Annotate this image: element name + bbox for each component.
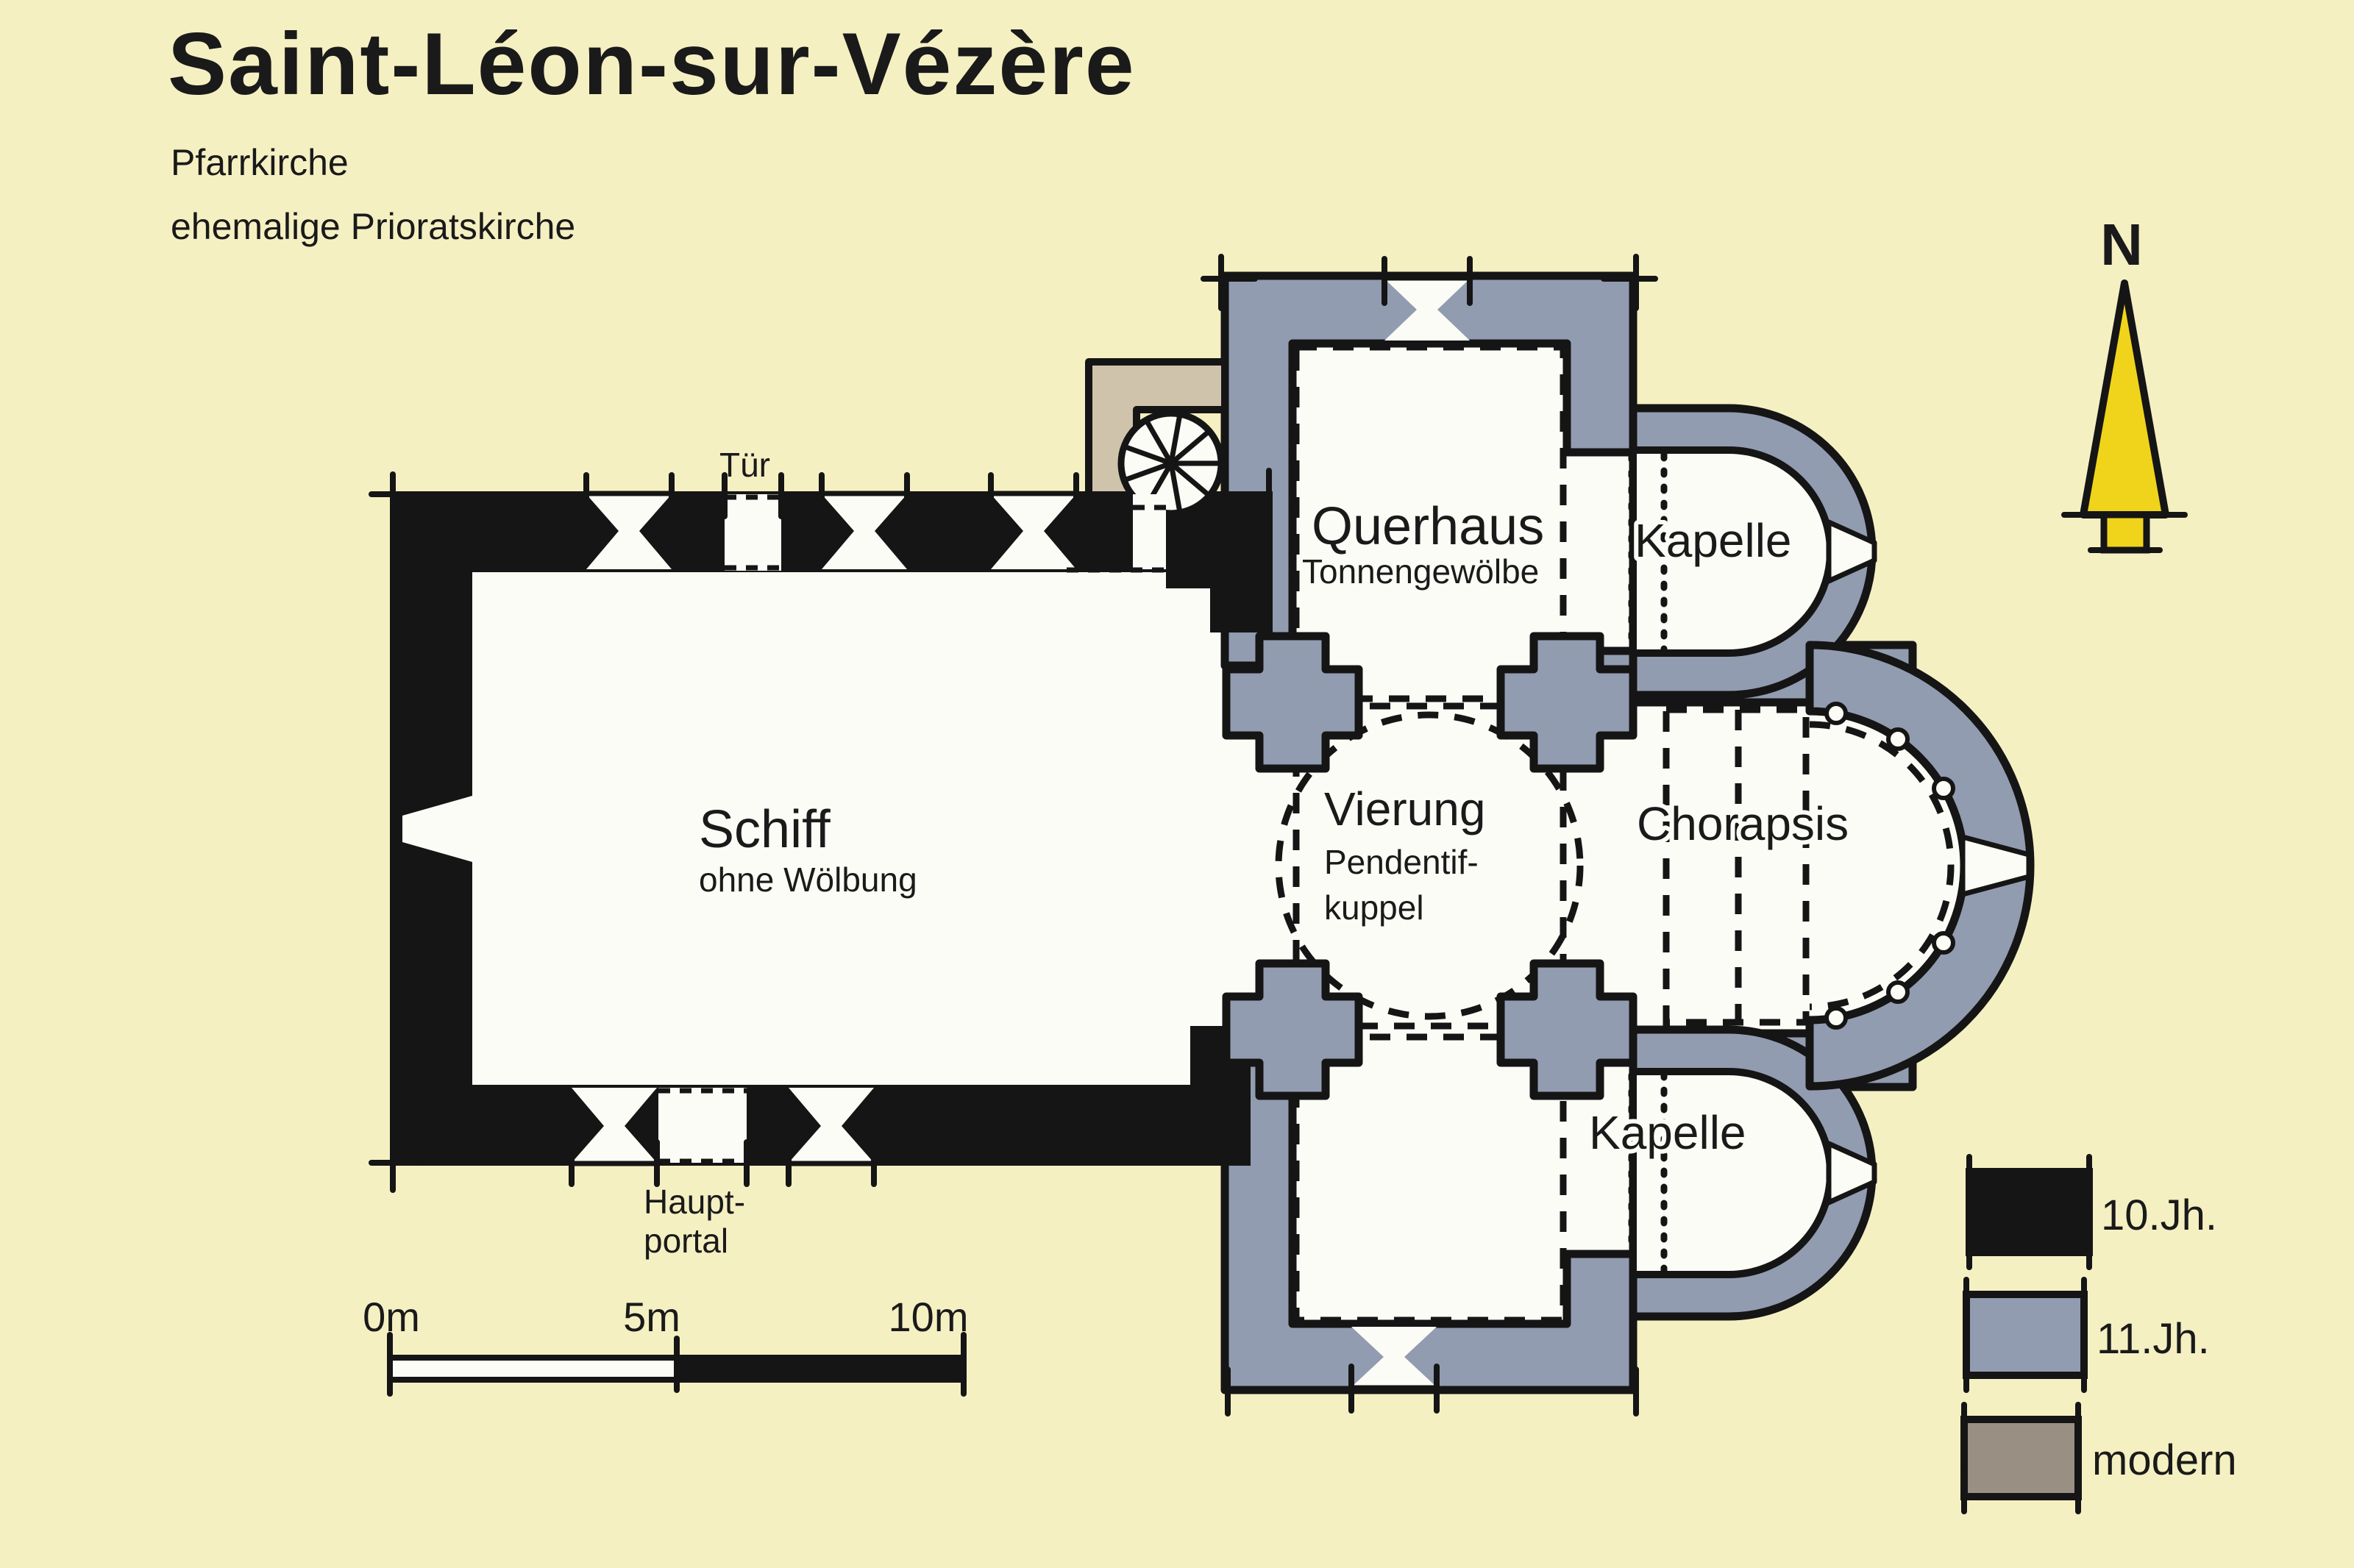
choir-label: Chorapsis <box>1637 797 1849 850</box>
legend-label-11jh: 11.Jh. <box>2097 1315 2210 1363</box>
window-icon <box>822 494 907 569</box>
door-label: Tür <box>719 446 770 484</box>
legend: 10.Jh. 11.Jh. modern <box>1960 1154 2237 1514</box>
legend-swatch-modern <box>1960 1416 2082 1500</box>
north-arrow: N <box>2061 212 2188 554</box>
window-icon <box>991 494 1076 569</box>
nave-openings <box>402 491 1166 1166</box>
page-subtitle-1: Pfarrkirche <box>171 142 349 183</box>
transept-label: Querhaus <box>1312 497 1544 556</box>
pendentive-dome-circle <box>1275 711 1584 1020</box>
scale-bar: 0m 5m 10m <box>363 1294 969 1397</box>
apse-windows <box>1826 519 2032 1205</box>
legend-swatch-11jh <box>1963 1291 2088 1379</box>
window-icon <box>586 494 672 569</box>
nave-floor <box>472 572 1292 1085</box>
nave-ne-pier-foot <box>1210 572 1273 632</box>
apse-columns <box>1824 702 1955 1030</box>
legend-label-10jh: 10.Jh. <box>2101 1191 2217 1239</box>
pier <box>1496 959 1638 1100</box>
scale-10m: 10m <box>889 1294 969 1340</box>
crossing-sublabel-1: Pendentif- <box>1324 843 1479 881</box>
window-icon <box>1960 834 2032 897</box>
crossing-sublabel-2: kuppel <box>1324 888 1424 927</box>
window-icon <box>1384 279 1470 341</box>
crossing-label: Vierung <box>1324 783 1485 835</box>
scale-bar-fill <box>677 1358 964 1380</box>
north-label: N <box>2100 212 2143 277</box>
transept-openings <box>1351 275 1470 1391</box>
page-subtitle-2: ehemalige Prioratskirche <box>171 206 575 247</box>
window-icon <box>1826 519 1877 584</box>
room-labels: Schiff ohne Wölbung Querhaus Tonnengewöl… <box>644 446 1853 1260</box>
window-icon <box>572 1088 657 1163</box>
crossing-piers <box>1222 632 1638 1100</box>
page-title: Saint-Léon-sur-Vézère <box>168 15 1136 113</box>
portal-opening <box>658 1088 747 1163</box>
scale-0m: 0m <box>363 1294 420 1340</box>
choir-bay-floor <box>1567 702 1810 1030</box>
pier <box>1222 632 1363 773</box>
pier <box>1222 959 1363 1100</box>
chapel-north-opening <box>1567 452 1633 651</box>
portal-label-1: Haupt- <box>644 1183 745 1221</box>
chapel-south-label: Kapelle <box>1589 1106 1746 1159</box>
floor-areas <box>472 343 1964 1324</box>
chapel-north-label: Kapelle <box>1635 514 1792 567</box>
window-icon <box>402 796 472 862</box>
header: Saint-Léon-sur-Vézère Pfarrkirche ehemal… <box>168 15 1136 247</box>
pier <box>1496 632 1638 773</box>
nave-sublabel: ohne Wölbung <box>699 860 917 899</box>
scale-5m: 5m <box>623 1294 680 1340</box>
transept-floor <box>1292 343 1567 1324</box>
legend-swatch-10jh <box>1966 1168 2093 1256</box>
transept-sublabel: Tonnengewölbe <box>1302 552 1539 591</box>
window-icon <box>1351 1327 1437 1387</box>
vault-lines <box>1275 343 1955 1324</box>
spiral-stair-icon <box>1117 410 1225 517</box>
door-opening <box>725 494 781 571</box>
window-icon <box>1826 1141 1877 1205</box>
nave-label: Schiff <box>699 800 831 859</box>
north-arrow-tail <box>2100 511 2150 554</box>
window-icon <box>789 1088 874 1163</box>
legend-label-modern: modern <box>2092 1436 2237 1484</box>
portal-label-2: portal <box>644 1222 728 1260</box>
sketch-ticks <box>369 254 1658 1416</box>
